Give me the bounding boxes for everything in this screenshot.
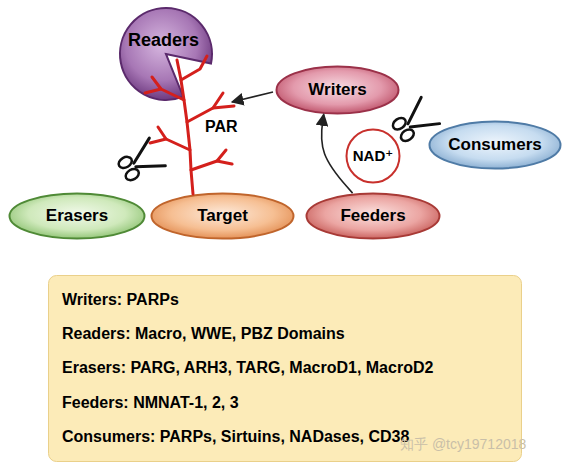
scissors-icon: [115, 138, 166, 186]
ellipse-outline: [307, 194, 440, 239]
ellipse-outline: [10, 194, 145, 239]
role-ellipse: Writers: [275, 65, 400, 115]
node-label: Feeders: [340, 206, 405, 226]
watermark: 知乎 @tcy19712018: [400, 436, 526, 454]
role-ellipse: Feeders: [305, 192, 441, 240]
shape-outline: [118, 6, 214, 102]
legend-line: Feeders: NMNAT-1, 2, 3: [62, 394, 239, 412]
legend-line: Erasers: PARG, ARH3, TARG, MacroD1, Macr…: [62, 359, 433, 377]
role-ellipse: Consumers: [428, 120, 562, 170]
node-label: NAD⁺: [353, 147, 393, 165]
node-label: Consumers: [448, 135, 542, 155]
scissors-icon: [388, 97, 439, 146]
flow-arrow: [321, 114, 352, 193]
legend-line: Consumers: PARPs, Sirtuins, NADases, CD3…: [62, 428, 409, 446]
legend-box: Writers: PARPsReaders: Macro, WWE, PBZ D…: [48, 275, 522, 462]
ellipse-outline: [152, 194, 294, 239]
par-tree: [145, 56, 234, 194]
node-label: Erasers: [46, 206, 108, 226]
ellipse-outline: [430, 122, 561, 169]
role-ellipse: Erasers: [8, 192, 146, 240]
node-label: Readers: [128, 30, 199, 51]
tree-label: PAR: [205, 118, 238, 136]
role-ellipse: NAD⁺: [345, 128, 401, 184]
pacman-outline: [120, 8, 212, 100]
writer-arrow: [232, 92, 273, 102]
box-outline: [49, 276, 522, 462]
legend-line: Writers: PARPs: [62, 291, 179, 309]
legend-line: Readers: Macro, WWE, PBZ Domains: [62, 325, 345, 343]
node-label: Writers: [308, 80, 366, 100]
ellipse-outline: [347, 130, 400, 183]
node-label: Target: [197, 206, 248, 226]
reader-shape: Readers: [118, 6, 214, 102]
role-ellipse: Target: [150, 192, 295, 240]
ellipse-outline: [277, 67, 399, 114]
